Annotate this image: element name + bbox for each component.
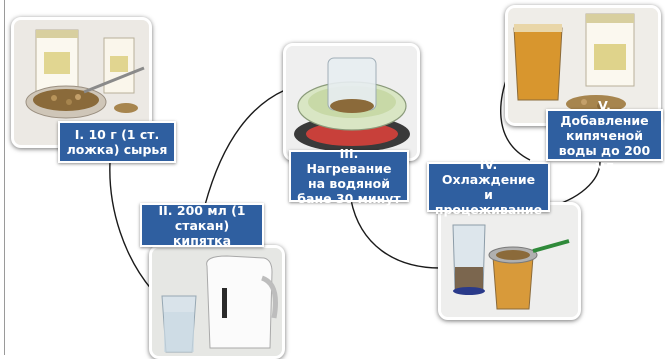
step-2-text: II. 200 мл (1 стакан) кипятка <box>158 202 246 248</box>
left-border-line <box>4 0 5 355</box>
glass-and-kettle-photo <box>149 245 285 359</box>
connector-arc-1 <box>109 161 153 291</box>
step-5-label: V. Добавление кипяченой воды до 200 мл <box>546 98 663 173</box>
step-1-label: I. 10 г (1 ст. ложка) сырья <box>58 121 176 163</box>
step-3-label: III. Нагревание на водяной бане 30 минут <box>289 146 409 206</box>
step-2-label: II. 200 мл (1 стакан) кипятка <box>140 202 264 248</box>
glass-and-strainer-photo <box>438 202 581 320</box>
step-3-text: III. Нагревание на водяной бане 30 минут <box>297 146 401 206</box>
step-4-label: IV. Охлаждение и процеживание <box>427 157 550 217</box>
step-1-text: I. 10 г (1 ст. ложка) сырья <box>66 127 168 157</box>
step-4-text: IV. Охлаждение и процеживание <box>434 157 543 217</box>
connector-arc-3 <box>350 199 441 269</box>
connector-arc-2 <box>204 89 286 206</box>
water-bath-on-stove-photo <box>283 43 420 161</box>
step-5-text: V. Добавление кипяченой воды до 200 мл <box>558 97 651 173</box>
